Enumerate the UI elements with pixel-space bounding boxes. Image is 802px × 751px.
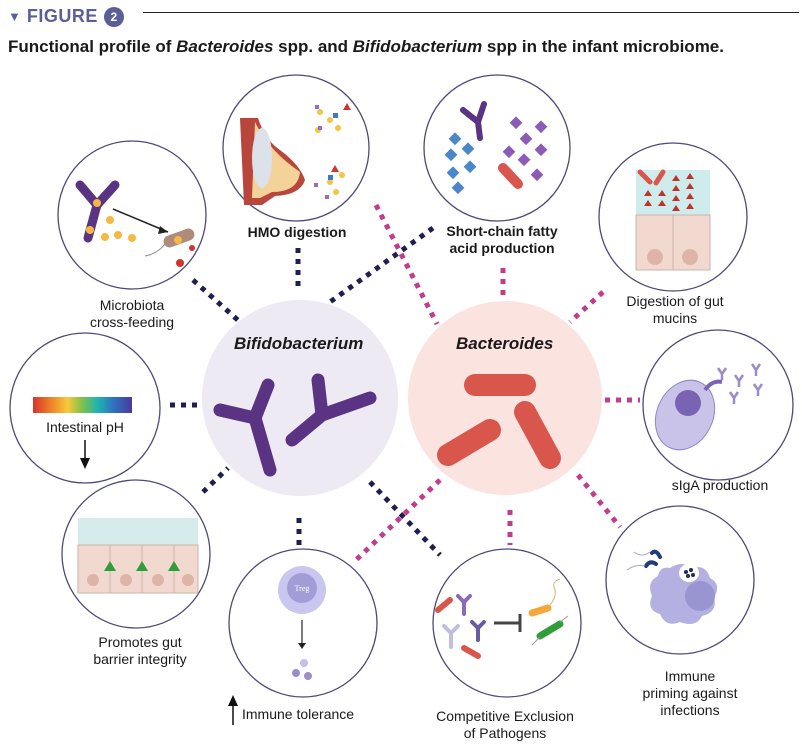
connector-immune-priming <box>576 473 622 529</box>
circle-cross-feeding[interactable] <box>57 140 207 290</box>
hmo-breast-icon <box>240 103 351 205</box>
competitive-exclusion-icon <box>435 578 569 659</box>
header-rule <box>143 12 799 13</box>
label-hmo-digestion: HMO digestion <box>247 224 347 240</box>
center-bifidobacterium[interactable] <box>202 300 398 496</box>
label-intestinal-ph: Intestinal pH <box>46 419 124 435</box>
mucin-icon <box>635 169 711 271</box>
title-text: Functional profile of <box>8 37 177 56</box>
connector-exclusion <box>368 480 442 557</box>
circle-tolerance[interactable] <box>228 548 378 698</box>
label-immune-tolerance: Immune tolerance <box>242 706 355 722</box>
bifidobacterium-organism-icon <box>213 373 377 477</box>
ph-scale-icon <box>33 397 132 413</box>
connector-cross-feeding <box>191 278 242 324</box>
label-siga-production: sIgA production <box>671 477 769 493</box>
connector-barrier <box>201 466 230 494</box>
title-genus-bifidobacterium: Bifidobacterium <box>352 37 483 56</box>
collapse-triangle-icon[interactable]: ▼ <box>8 9 21 24</box>
bacteroides-organism-icon <box>437 374 561 469</box>
connectors-bacteroides <box>354 203 640 562</box>
gut-barrier-icon <box>77 518 199 594</box>
figure-label: FIGURE <box>26 6 98 26</box>
connector-mucin <box>568 290 605 324</box>
figure-title: Functional profile of Bacteroides spp. a… <box>8 37 724 57</box>
circle-scfa[interactable] <box>423 74 571 222</box>
connector-hmo-b <box>373 203 440 326</box>
treg-label: Treg <box>295 584 310 593</box>
siga-plasma-cell-icon <box>654 363 764 451</box>
bacteroides-bg <box>408 301 602 495</box>
immune-priming-macrophage-icon <box>626 549 718 624</box>
center-bacteroides[interactable] <box>408 301 602 495</box>
figure-header: ▼ FIGURE 2 <box>8 6 124 27</box>
figure-number-badge: 2 <box>103 6 124 27</box>
up-arrow-icon <box>228 695 238 725</box>
title-text: spp in the infant microbiome. <box>482 37 724 56</box>
bifidobacterium-label: Bifidobacterium <box>234 334 364 353</box>
down-arrow-icon <box>80 440 90 469</box>
title-genus-bacteroides: Bacteroides <box>176 37 274 56</box>
treg-cell-icon: Treg <box>278 566 326 680</box>
bacteroides-label: Bacteroides <box>456 334 554 353</box>
cross-feeding-icon <box>75 180 195 267</box>
connector-exclusion-b <box>354 478 442 562</box>
bifidobacterium-bg <box>202 300 398 496</box>
connectors-bifidobacterium <box>170 225 442 557</box>
title-text: spp. and <box>273 37 353 56</box>
